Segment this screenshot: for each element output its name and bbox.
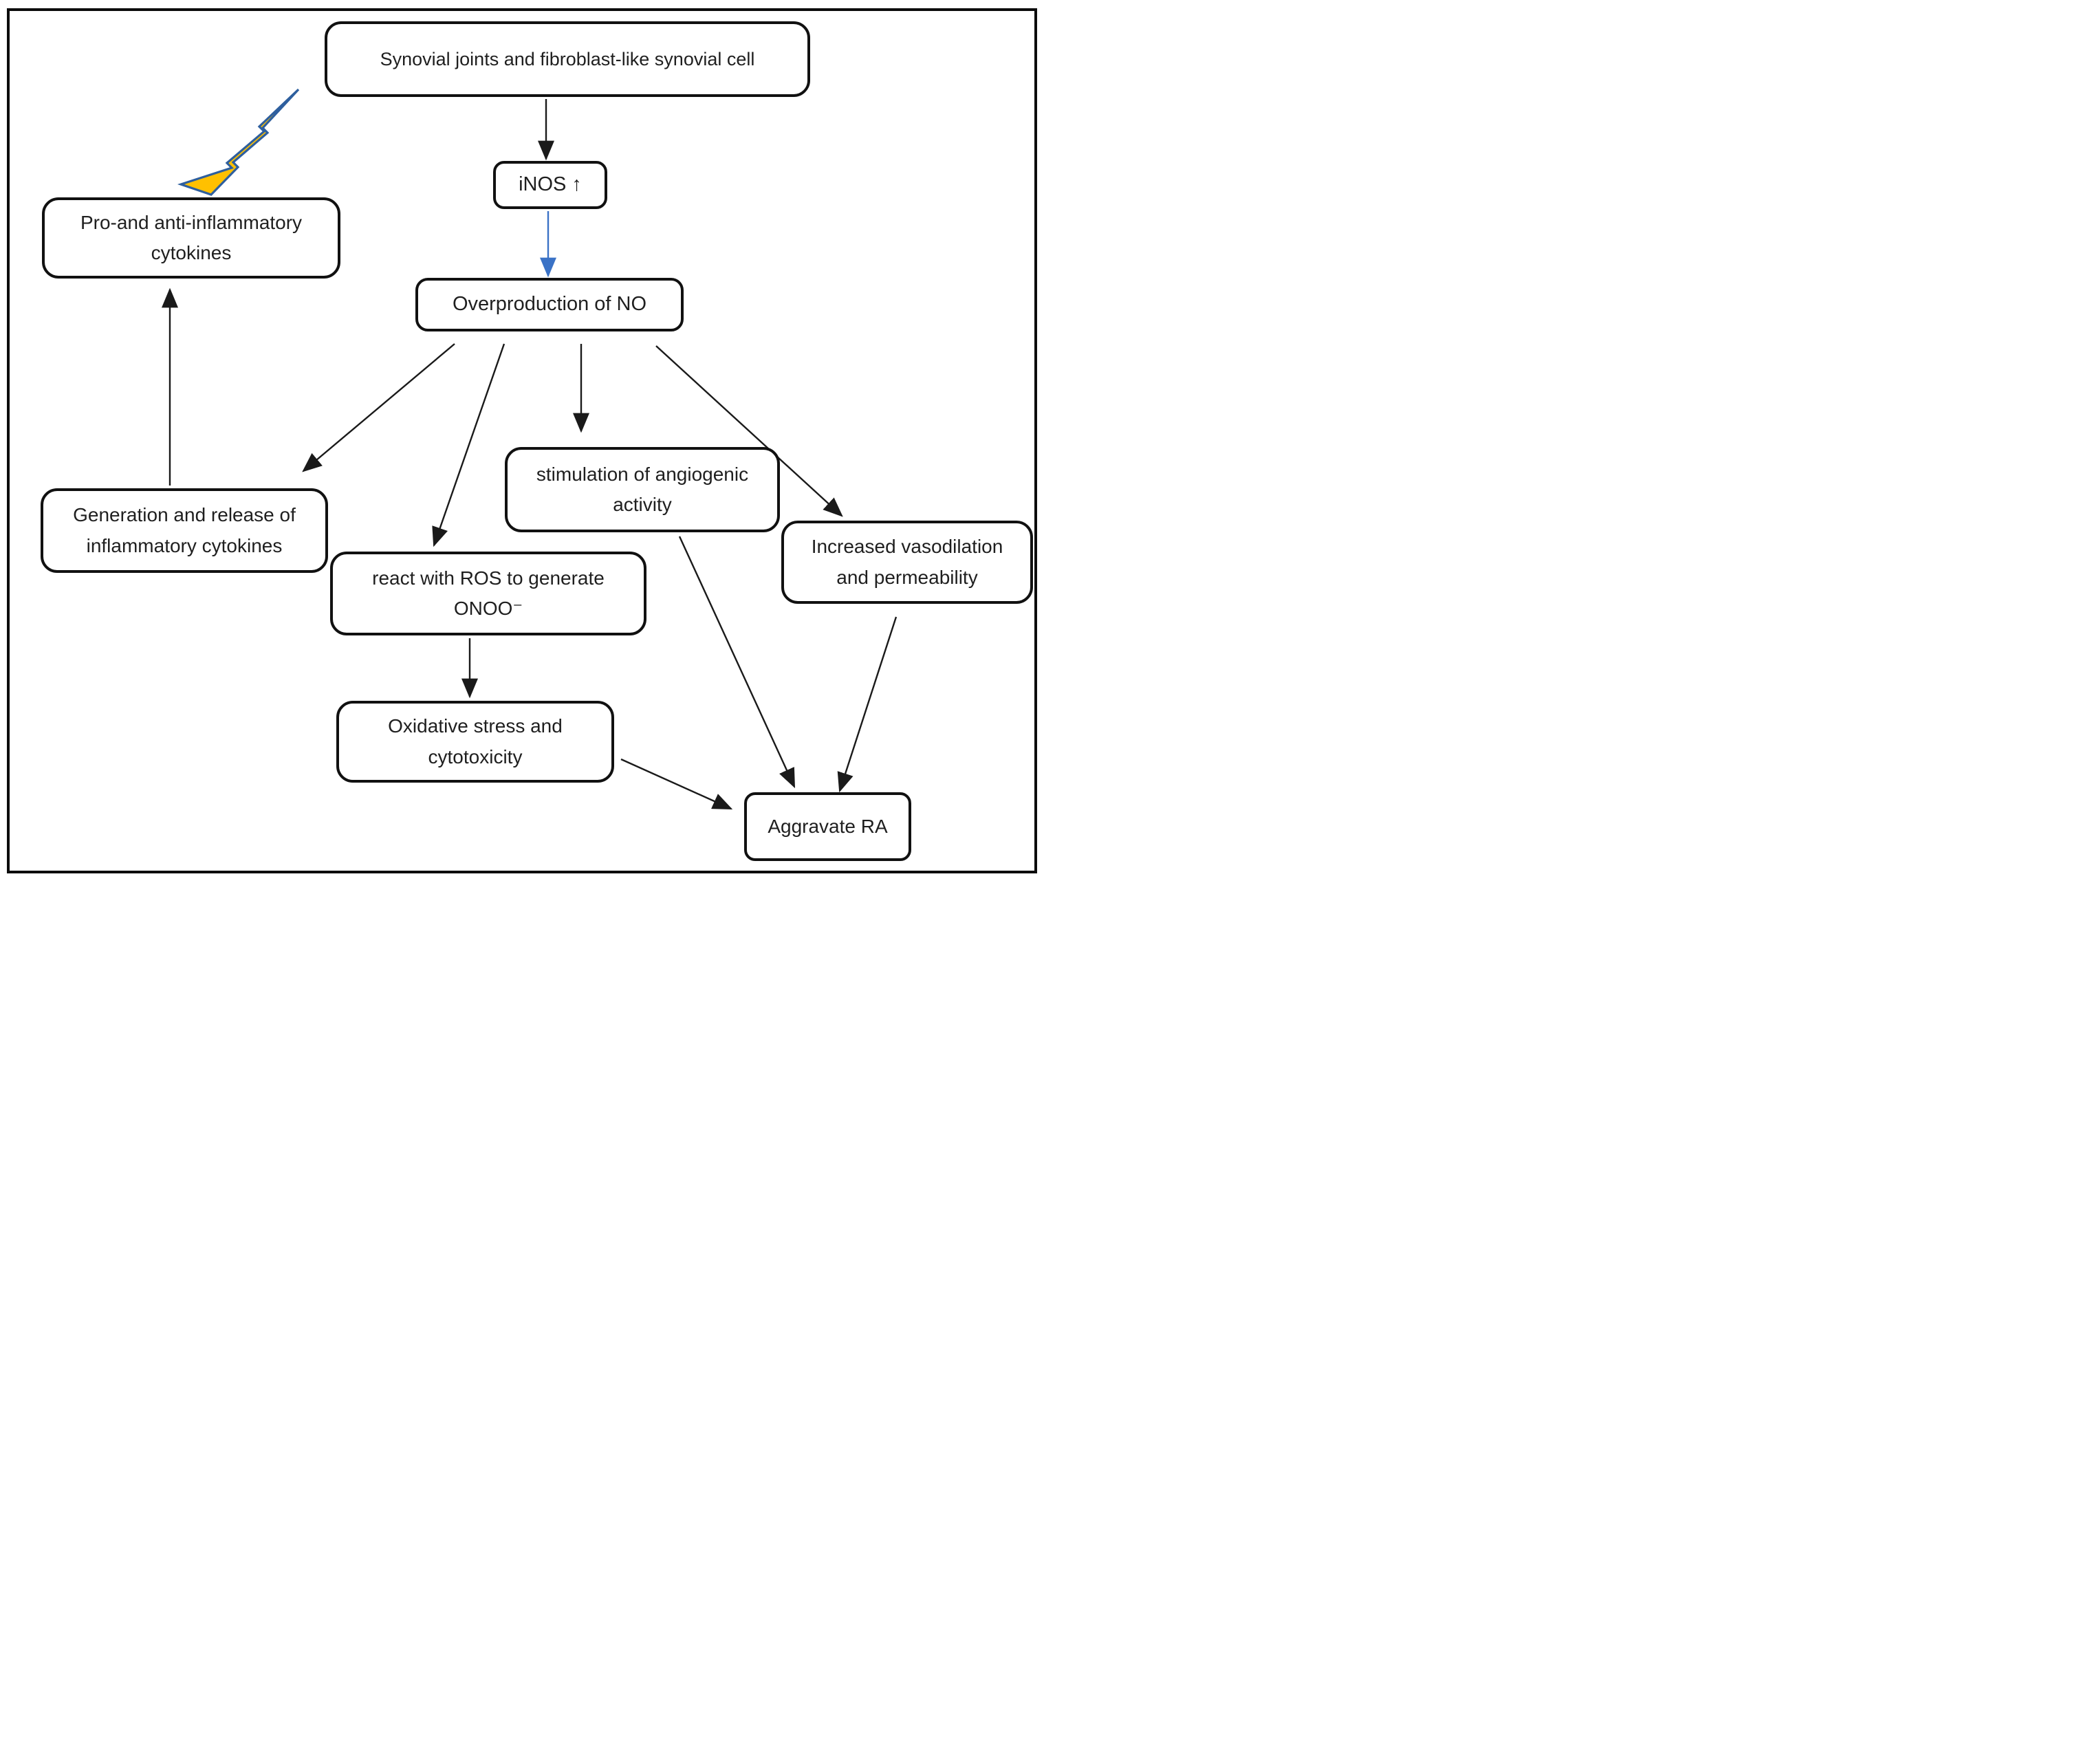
node-pro-anti-inflammatory-cytokines: Pro-and anti-inflammatory cytokines	[42, 197, 340, 279]
arrow-overproduction-to-generation	[302, 343, 455, 472]
node-inos-up: iNOS ↑	[493, 161, 607, 209]
node-label: stimulation of angiogenic activity	[536, 463, 749, 515]
node-increased-vasodilation: Increased vasodilation and permeability	[781, 521, 1033, 604]
node-label: Pro-and anti-inflammatory cytokines	[80, 211, 303, 263]
node-label: react with ROS to generate ONOO⁻	[372, 567, 605, 619]
arrow-overproduction-to-ros	[432, 343, 505, 547]
node-label: Generation and release of inflammatory c…	[73, 504, 296, 556]
node-overproduction-of-no: Overproduction of NO	[415, 278, 684, 331]
node-react-with-ros: react with ROS to generate ONOO⁻	[330, 552, 646, 635]
node-label: Aggravate RA	[768, 815, 888, 837]
arrow-overproduction-to-vasodilation	[655, 345, 843, 517]
node-label: Oxidative stress and cytotoxicity	[388, 715, 563, 767]
node-label: Overproduction of NO	[452, 293, 647, 316]
node-stimulation-angiogenic: stimulation of angiogenic activity	[505, 447, 780, 532]
node-oxidative-stress: Oxidative stress and cytotoxicity	[336, 701, 614, 783]
arrow-oxidative-to-aggravate	[620, 758, 733, 810]
arrow-layer	[162, 88, 898, 810]
node-label: Increased vasodilation and permeability	[811, 536, 1003, 588]
node-aggravate-ra: Aggravate RA	[744, 792, 911, 861]
figure-border	[7, 8, 1037, 873]
node-generation-release-cytokines: Generation and release of inflammatory c…	[41, 488, 328, 573]
lightning-bolt-icon	[177, 88, 300, 196]
node-synovial-joints: Synovial joints and fibroblast-like syno…	[325, 21, 810, 97]
node-label: Synovial joints and fibroblast-like syno…	[380, 48, 755, 69]
node-label: iNOS ↑	[519, 173, 582, 196]
arrow-stimulation-to-aggravate	[678, 536, 796, 789]
arrow-vasodilation-to-aggravate	[837, 616, 898, 793]
figure: Synovial joints and fibroblast-like syno…	[0, 0, 1050, 882]
